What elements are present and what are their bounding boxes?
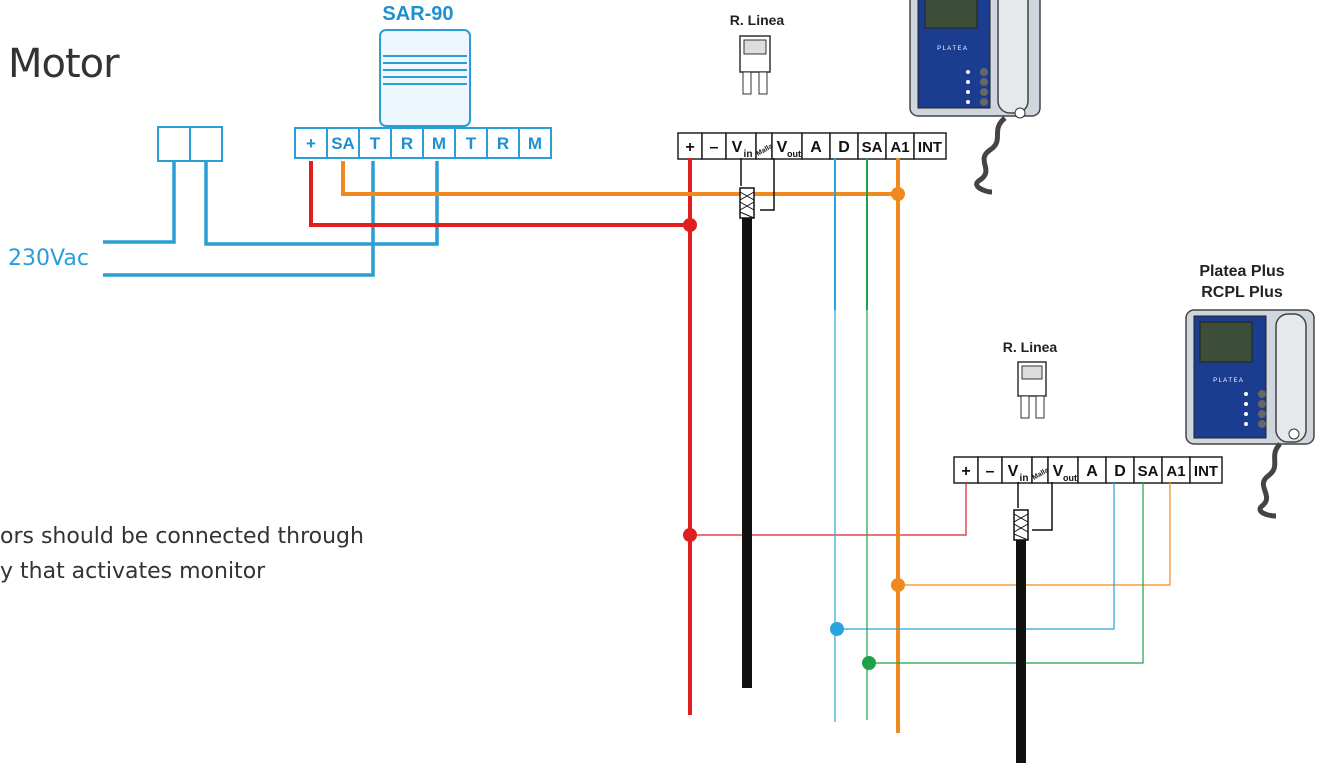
monitor-terminal-label: SA: [1138, 463, 1159, 480]
bottom-monitor-brand: P L A T E A: [1213, 378, 1243, 384]
monitor-terminal-label: V: [777, 139, 788, 156]
monitor-terminal-label: out: [787, 149, 801, 159]
sar90-terminal-cell: [518, 127, 552, 159]
note-line-1: ors should be connected through: [0, 524, 364, 549]
bottom-monitor-title-1: Platea Plus: [1199, 263, 1284, 280]
sar90-terminal-label: M: [432, 134, 446, 153]
monitor-terminal-label: V: [732, 139, 743, 156]
sar90-terminal-cell: [454, 127, 488, 159]
note-line-2: y that activates monitor: [0, 559, 266, 584]
monitor-terminal-label: V: [1053, 463, 1064, 480]
monitor-terminal-cell: [701, 132, 727, 160]
monitor-terminal-cell: [977, 456, 1003, 484]
sar90-terminal-label: SA: [331, 134, 355, 153]
monitor-terminal-cell: [677, 132, 703, 160]
sar90-terminal-cell: [326, 127, 360, 159]
monitor-terminal-cell: [1161, 456, 1191, 484]
bottom-coax-cable: [1013, 482, 1053, 763]
sar90-title: SAR-90: [382, 3, 453, 25]
motor-label: Motor: [8, 41, 120, 87]
monitor-terminal-cell: [1189, 456, 1223, 484]
monitor-terminal-label: SA: [862, 139, 883, 156]
monitor-terminal-label: D: [1114, 463, 1126, 480]
sar90-terminal-label: T: [370, 134, 381, 153]
top-monitor-brand: P L A T E A: [937, 46, 967, 52]
monitor-terminal-label: in: [744, 149, 753, 160]
sar90-terminal-cell: [486, 127, 520, 159]
monitor-terminal-label: out: [1063, 473, 1077, 483]
bottom-relay-icon: [1017, 361, 1047, 419]
blue-a-wire: [834, 158, 1115, 722]
monitor-terminal-label: V: [1008, 463, 1019, 480]
monitor-terminal-cell: [1047, 456, 1079, 484]
sar90-device: [379, 29, 471, 127]
sar90-terminal-label: R: [497, 134, 509, 153]
bottom-relay-label: R. Linea: [1003, 339, 1058, 355]
monitor-terminal-cell: [725, 132, 757, 160]
orange-sa-wire: [341, 158, 1171, 733]
top-relay-icon: [739, 35, 771, 95]
monitor-terminal-label: in: [1020, 473, 1029, 484]
sar90-terminal-label: T: [466, 134, 477, 153]
monitor-terminal-label: –: [986, 463, 995, 480]
green-d-wire: [866, 158, 1144, 720]
top-coax-cable: [739, 158, 775, 688]
monitor-terminal-label: –: [710, 139, 719, 156]
monitor-terminal-label: D: [838, 139, 850, 156]
motor-wires: [103, 161, 439, 277]
monitor-terminal-label: INT: [1194, 463, 1218, 480]
top-monitor: P L A T E A: [909, 0, 1041, 195]
monitor-terminal-cell: [771, 132, 803, 160]
sar90-terminal-cell: [294, 127, 328, 159]
red-positive-wire: [309, 158, 967, 715]
supply-label: 230Vac: [8, 246, 89, 271]
sar90-terminal-label: M: [528, 134, 542, 153]
monitor-terminal-cell: [857, 132, 887, 160]
junction-dots: [683, 187, 905, 670]
monitor-terminal-label: +: [685, 139, 694, 156]
monitor-terminal-label: +: [961, 463, 970, 480]
bottom-monitor-title-2: RCPL Plus: [1201, 284, 1283, 301]
monitor-terminal-cell: [1105, 456, 1135, 484]
monitor-terminal-label: A1: [1166, 463, 1185, 480]
monitor-terminal-cell: [913, 132, 947, 160]
monitor-terminal-label: INT: [918, 139, 942, 156]
monitor-terminal-label: A1: [890, 139, 909, 156]
bottom-monitor: P L A T E A: [1185, 309, 1315, 519]
monitor-terminal-label: A: [1086, 463, 1098, 480]
monitor-terminal-label: A: [810, 139, 822, 156]
motor-terminal-block: [157, 126, 223, 162]
sar90-terminal-label: +: [306, 134, 316, 153]
sar90-terminal-label: R: [401, 134, 413, 153]
top-relay-label: R. Linea: [730, 12, 785, 28]
